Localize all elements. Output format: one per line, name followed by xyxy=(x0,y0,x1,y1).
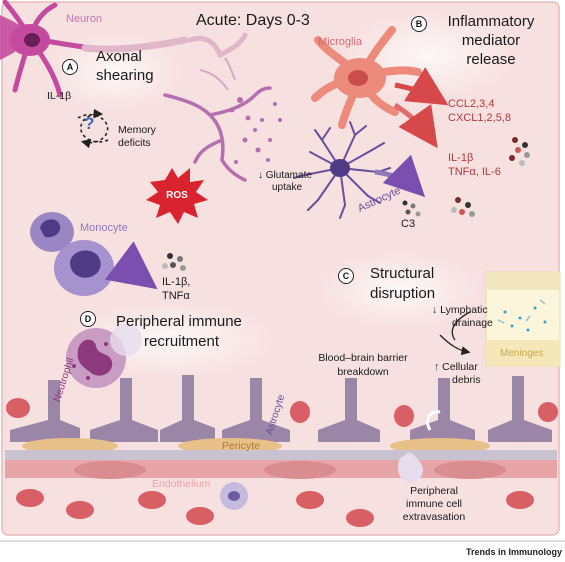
monocyte-tnf-label: TNFα xyxy=(162,290,190,302)
lymphatic-label-2: drainage xyxy=(452,317,493,329)
structural-connector xyxy=(451,311,471,341)
memory-deficits-2: deficits xyxy=(118,137,151,149)
section-a-title-2: shearing xyxy=(96,67,154,84)
badge-c: C xyxy=(338,268,354,284)
microglia-arrow-1 xyxy=(394,67,449,106)
pericyte-label: Pericyte xyxy=(222,440,260,452)
ros-label: ROS xyxy=(166,190,188,201)
vessel-immune-nucleus xyxy=(228,491,240,501)
section-c-title-1: Structural xyxy=(370,265,435,282)
microglia-cell xyxy=(311,26,422,129)
neuron-label: Neuron xyxy=(66,13,103,25)
section-b-title-2: mediator xyxy=(461,32,521,49)
memory-deficits-1: Memory xyxy=(118,124,156,136)
astrocyte-arrow xyxy=(374,154,426,198)
section-d-title-2: recruitment xyxy=(144,333,220,350)
endothelium xyxy=(5,460,557,479)
debris-label-1: ↑ Cellular xyxy=(434,361,478,373)
section-b-title-3: release xyxy=(466,51,516,68)
axon-fragment xyxy=(187,32,248,58)
extravasation-label-1: Peripheral xyxy=(410,485,458,497)
badge-b: B xyxy=(411,16,427,32)
bbb-label-1: Blood–brain barrier xyxy=(318,352,408,364)
microglia-arrow-2 xyxy=(393,102,438,149)
extravasating-cell xyxy=(398,452,423,483)
ccl-label: CCL2,3,4 xyxy=(448,98,495,110)
debris-label-2: debris xyxy=(452,374,481,386)
c3-dots xyxy=(402,200,421,217)
astrocyte-endfeet xyxy=(10,375,552,442)
section-a-title-1: Axonal xyxy=(96,48,142,65)
il1b-microglia-label: IL-1β xyxy=(448,152,474,164)
journal-footer: Trends in Immunology xyxy=(466,547,563,557)
ros-burst xyxy=(146,168,208,224)
question-icon: ? xyxy=(84,114,95,133)
neutrophil-cell xyxy=(66,324,142,388)
neuron-cell xyxy=(0,0,93,98)
glow-a xyxy=(45,32,185,112)
section-d-title-1: Peripheral immune xyxy=(116,313,242,330)
glutamate-label-2: uptake xyxy=(272,182,303,193)
figure-title: Acute: Days 0-3 xyxy=(196,12,310,29)
cxcl-label: CXCL1,2,5,8 xyxy=(448,112,511,124)
monocyte-dots xyxy=(162,253,186,271)
faded-neurite xyxy=(199,57,236,91)
section-c-title-2: disruption xyxy=(370,285,436,302)
c3-label: C3 xyxy=(401,218,416,230)
extravasation-path xyxy=(426,410,441,431)
axon xyxy=(81,36,189,53)
monocyte-cells xyxy=(30,212,114,296)
meninges-box xyxy=(485,271,561,367)
terminal-beads xyxy=(229,97,282,164)
badge-d: D xyxy=(80,311,96,327)
badge-a: A xyxy=(62,59,78,75)
il1b-neuron-label: IL-1β xyxy=(47,90,72,102)
red-blood-cells xyxy=(6,398,558,527)
endothelium-label: Endothelium xyxy=(152,478,211,490)
mediator-dots-microglia xyxy=(451,137,530,217)
extravasation-label-3: extravasation xyxy=(402,511,466,523)
tnf-il6-label: TNFα, IL-6 xyxy=(448,166,501,178)
microglia-label: Microglia xyxy=(318,36,363,48)
structural-arrow xyxy=(439,334,471,356)
memory-loop-arrow-2 xyxy=(80,108,109,143)
meninges-label: Meninges xyxy=(500,348,544,359)
glutamate-label-1: ↓ Glutamate xyxy=(258,170,312,181)
bbb-label-2: breakdown xyxy=(337,366,389,378)
basement-membrane xyxy=(5,450,557,460)
section-b-title-1: Inflammatory xyxy=(447,13,535,30)
monocyte-label: Monocyte xyxy=(80,222,128,234)
glow-c xyxy=(315,250,485,330)
monocyte-arrow xyxy=(104,241,158,290)
monocyte-il1b-label: IL-1β, xyxy=(162,276,191,288)
extravasation-label-2: immune cell xyxy=(405,498,463,510)
lymphatic-label-1: ↓ Lymphatic xyxy=(432,304,488,316)
astrocyte-soma xyxy=(330,159,350,177)
